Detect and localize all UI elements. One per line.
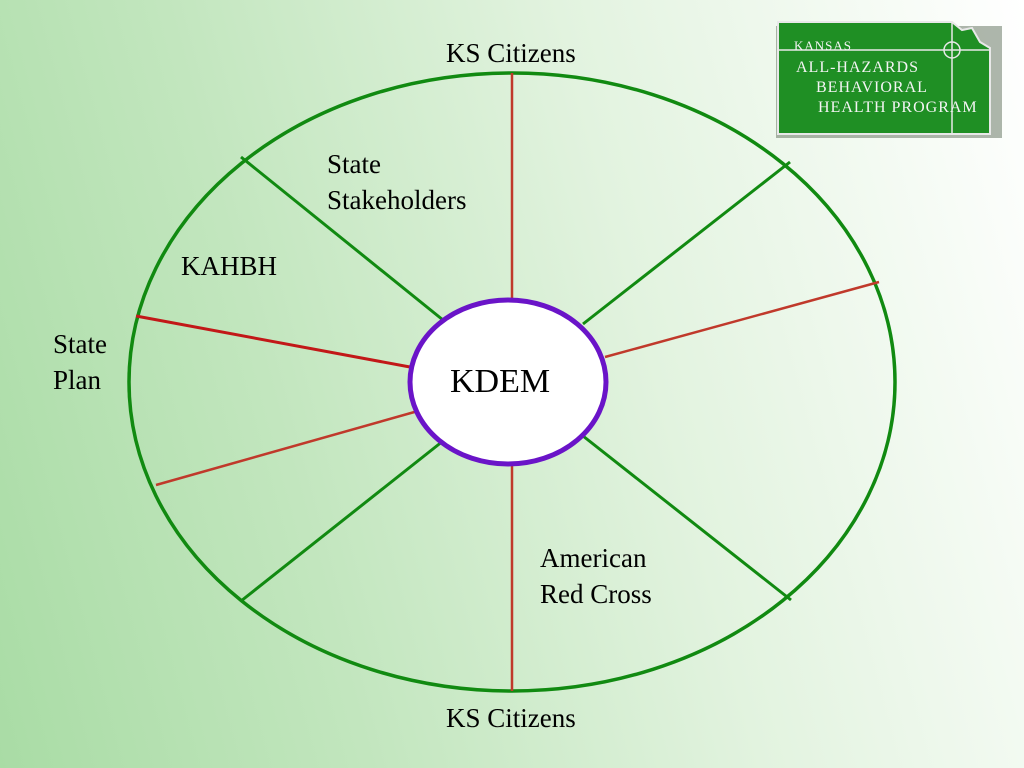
spoke-upper-right	[582, 160, 791, 326]
left-label-line: State	[53, 329, 107, 359]
spoke-left-lower-red	[155, 409, 419, 487]
logo-line-3: Behavioral	[816, 79, 928, 96]
stakeholders-label-line: Stakeholders	[327, 185, 467, 215]
center-label: KDEM	[450, 363, 551, 400]
red-cross-label: American Red Cross	[540, 540, 652, 612]
spoke-lower-left	[240, 439, 444, 603]
stakeholders-label-line: State	[327, 149, 381, 179]
red-cross-label-line: American	[540, 543, 647, 573]
logo-line-2: All-Hazards	[796, 59, 919, 76]
bottom-label: KS Citizens	[446, 703, 576, 733]
red-cross-label-line: Red Cross	[540, 579, 652, 609]
center-node	[407, 297, 609, 467]
left-label: State Plan	[53, 326, 107, 398]
spoke-lower-right	[582, 434, 792, 602]
kahbh-label: KAHBH	[181, 251, 278, 281]
stakeholders-label: State Stakeholders	[327, 146, 466, 218]
left-label-line: Plan	[53, 365, 102, 395]
top-label: KS Citizens	[446, 38, 576, 68]
kansas-map-icon	[776, 21, 1002, 138]
spoke-upper-left	[240, 155, 444, 322]
kansas-program-logo: Kansas All-Hazards Behavioral Health Pro…	[776, 20, 1002, 138]
logo-line-4: Health Program	[818, 99, 978, 116]
spoke-left-red	[135, 314, 411, 369]
spoke-right-red	[604, 280, 880, 359]
logo-line-1: Kansas	[794, 38, 853, 53]
